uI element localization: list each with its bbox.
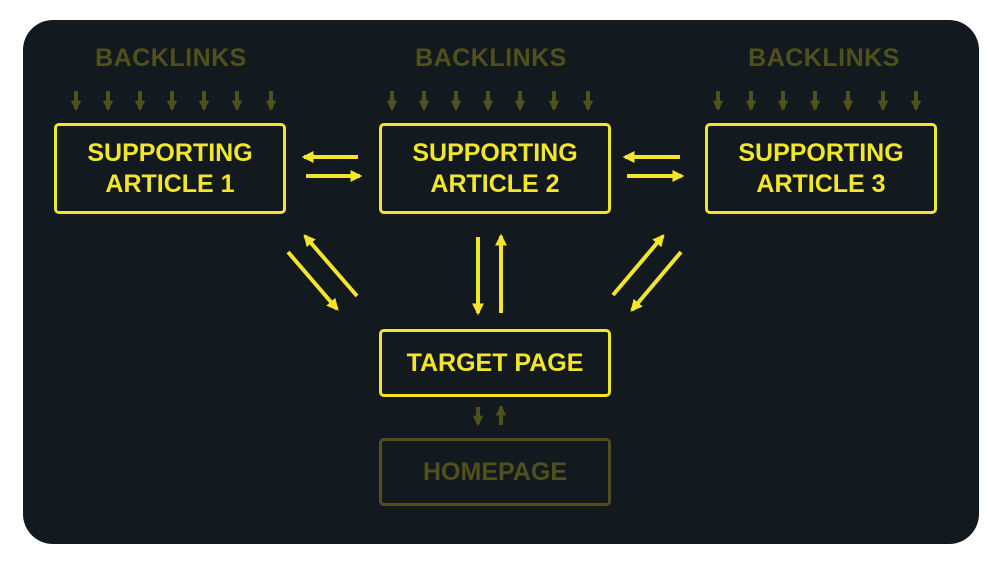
homepage-label: HOMEPAGE [423, 457, 567, 486]
backlinks-label-2: BACKLINKS [415, 44, 567, 72]
arrows-article-2-target [472, 233, 507, 316]
supporting-article-3-label: SUPPORTING ARTICLE 3 [738, 138, 904, 198]
arrows-article-2-article-3 [622, 151, 685, 182]
arrows-target-homepage [472, 404, 507, 427]
supporting-article-1-box: SUPPORTING ARTICLE 1 [54, 123, 286, 214]
target-page-box: TARGET PAGE [379, 329, 611, 397]
arrows-article-3-target [611, 234, 683, 312]
supporting-article-1-label: SUPPORTING ARTICLE 1 [87, 138, 253, 198]
backlink-arrows-1 [70, 91, 277, 112]
backlinks-label-1: BACKLINKS [95, 44, 247, 72]
arrows-article-1-target [286, 234, 359, 311]
backlinks-label-3: BACKLINKS [748, 44, 900, 72]
supporting-article-3-box: SUPPORTING ARTICLE 3 [705, 123, 937, 214]
arrows-article-1-article-2 [301, 151, 363, 182]
supporting-article-2-label: SUPPORTING ARTICLE 2 [412, 138, 578, 198]
backlink-arrows-2 [386, 91, 594, 112]
target-page-label: TARGET PAGE [406, 348, 584, 377]
supporting-article-2-box: SUPPORTING ARTICLE 2 [379, 123, 611, 214]
backlink-arrows-3 [712, 91, 922, 112]
homepage-box: HOMEPAGE [379, 438, 611, 506]
